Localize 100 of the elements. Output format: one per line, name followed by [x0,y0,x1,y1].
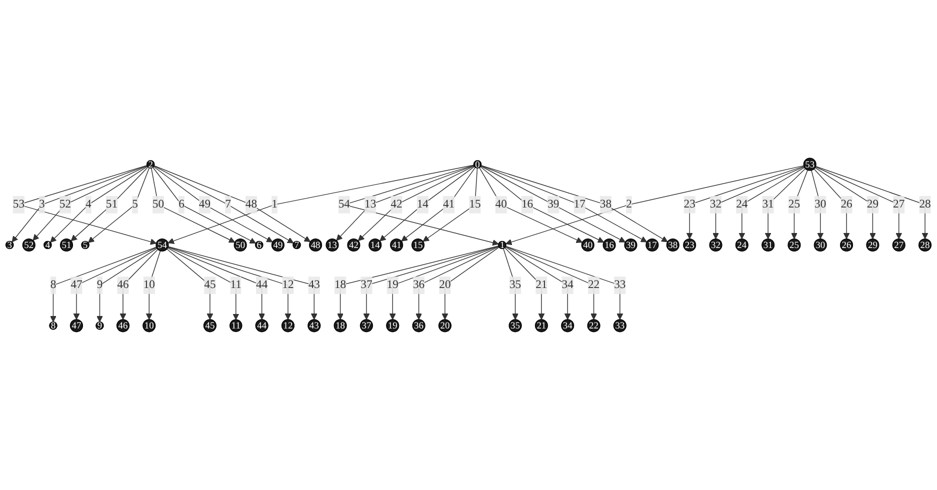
node-circle: 20 [438,319,452,332]
edge-label: 52 [59,198,72,210]
edge-label: 10 [143,278,155,292]
node-circle: 37 [360,319,373,332]
edge-label: 40 [495,198,507,210]
arrow [416,246,500,320]
arrow [363,246,499,320]
arrow [815,166,928,240]
edge-label: 47 [70,278,82,292]
arrow [337,246,499,320]
arrow [480,166,604,243]
edge-label: 26 [840,198,852,210]
edge-label: 2 [626,198,632,210]
edge-label: 15 [469,198,481,210]
node-circle: 50 [234,238,247,252]
arrow [442,246,500,320]
arrow [146,250,161,320]
arrow [336,165,474,241]
node-circle: 52 [22,238,36,252]
node-circle: 29 [866,238,880,252]
edge-label: 44 [256,278,268,292]
arrow [814,168,850,240]
edge-label: 54 [338,198,350,210]
edge-label: 42 [390,198,402,210]
arrow [401,167,476,242]
arrow [686,166,804,240]
node-circle: 25 [788,238,801,252]
edge-label: 45 [204,278,216,292]
edge-label: 31 [762,198,774,210]
arrow [764,168,806,240]
node-circle: 45 [203,319,216,332]
edge-label: 8 [50,278,56,292]
arrow [168,246,292,320]
arrow [506,165,804,246]
node-circle: 3 [5,240,14,250]
arrow [120,249,158,320]
edge-label: 38 [600,198,612,210]
edge-label: 41 [442,198,455,210]
edge-label: 49 [198,198,211,210]
node-circle: 34 [561,319,574,332]
edge-label: 39 [548,198,560,210]
node-circle: 28 [918,238,932,252]
arrow [380,166,475,242]
node-circle: 38 [666,238,680,252]
edge-label: 16 [521,198,534,210]
node-circle: 27 [892,238,906,252]
node-circle: 10 [142,319,156,332]
arrow [389,246,499,320]
edge-label: 3 [39,198,45,210]
node-circle: 11 [230,319,242,332]
arrow [50,246,157,322]
node-circle: 13 [326,238,339,252]
edge-label: 24 [736,198,748,210]
arrow [504,247,545,320]
arrow [88,168,150,243]
arrow [167,248,240,320]
edge-label: 4 [86,198,92,210]
node-circle: 8 [49,321,58,330]
node-circle: 6 [254,240,264,250]
edge-label: 6 [178,198,184,210]
node-circle: 19 [386,319,400,332]
node-circle: 7 [292,240,301,250]
arrow [505,246,624,320]
arrow [479,167,583,243]
node-circle: 30 [814,238,827,252]
edge-label: 27 [893,198,905,210]
edge-label: 50 [152,198,164,210]
arrow [168,164,474,244]
arrow [791,170,808,240]
node-circle: 26 [840,238,854,252]
edge-label: 5 [132,198,138,210]
node-circle: 47 [70,319,84,332]
node-circle: 1 [498,240,506,250]
node-circle: 43 [308,319,321,332]
edge-label: 22 [588,278,600,292]
edge-label: 14 [416,198,428,210]
edge-label: 21 [536,278,548,292]
arrow [168,246,318,320]
node-circle: 23 [683,238,696,252]
arrow [505,246,597,320]
arrow [505,246,571,320]
arrow [153,166,273,242]
node-circle: 49 [271,238,284,252]
arrow [738,167,805,240]
arrow [815,166,902,240]
edge-label: 9 [96,278,103,292]
edge-label: 20 [439,278,451,292]
node-circle: 51 [60,238,74,252]
node-circle: 12 [281,319,295,332]
edge-label: 43 [308,278,320,292]
node-circle: 32 [709,238,722,252]
node-circle: 5 [81,240,90,250]
arrow [50,166,148,243]
arrow [503,248,518,320]
edge-label: 25 [788,198,800,210]
arrow [73,247,157,320]
edge-label: 13 [364,198,376,210]
edge-label: 18 [334,278,346,292]
arrow [32,166,148,241]
edge-label: 23 [684,198,696,210]
